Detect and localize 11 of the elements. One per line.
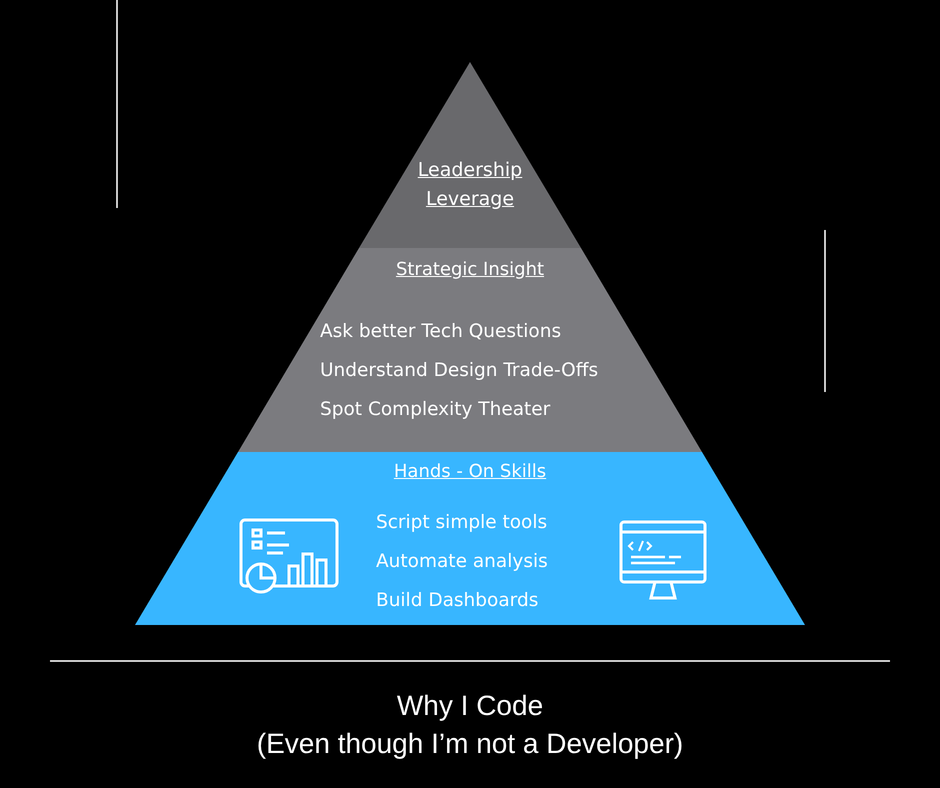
band-heading: Hands - On Skills [392, 460, 548, 484]
diagram-subtitle: (Even though I’m not a Developer) [256, 728, 684, 760]
band-item-text: Script simple tools [376, 511, 548, 535]
band-heading: Leadership Leverage [416, 158, 524, 212]
band-item-text: Build Dashboards [376, 589, 538, 613]
band-heading: Strategic Insight [394, 258, 546, 282]
band-item-text: Understand Design Trade-Offs [320, 359, 598, 383]
band-item-text: Spot Complexity Theater [320, 398, 550, 422]
diagram-title: Why I Code [396, 690, 544, 722]
band-item-text: Ask better Tech Questions [320, 320, 562, 344]
band-item-text: Automate analysis [376, 550, 548, 574]
